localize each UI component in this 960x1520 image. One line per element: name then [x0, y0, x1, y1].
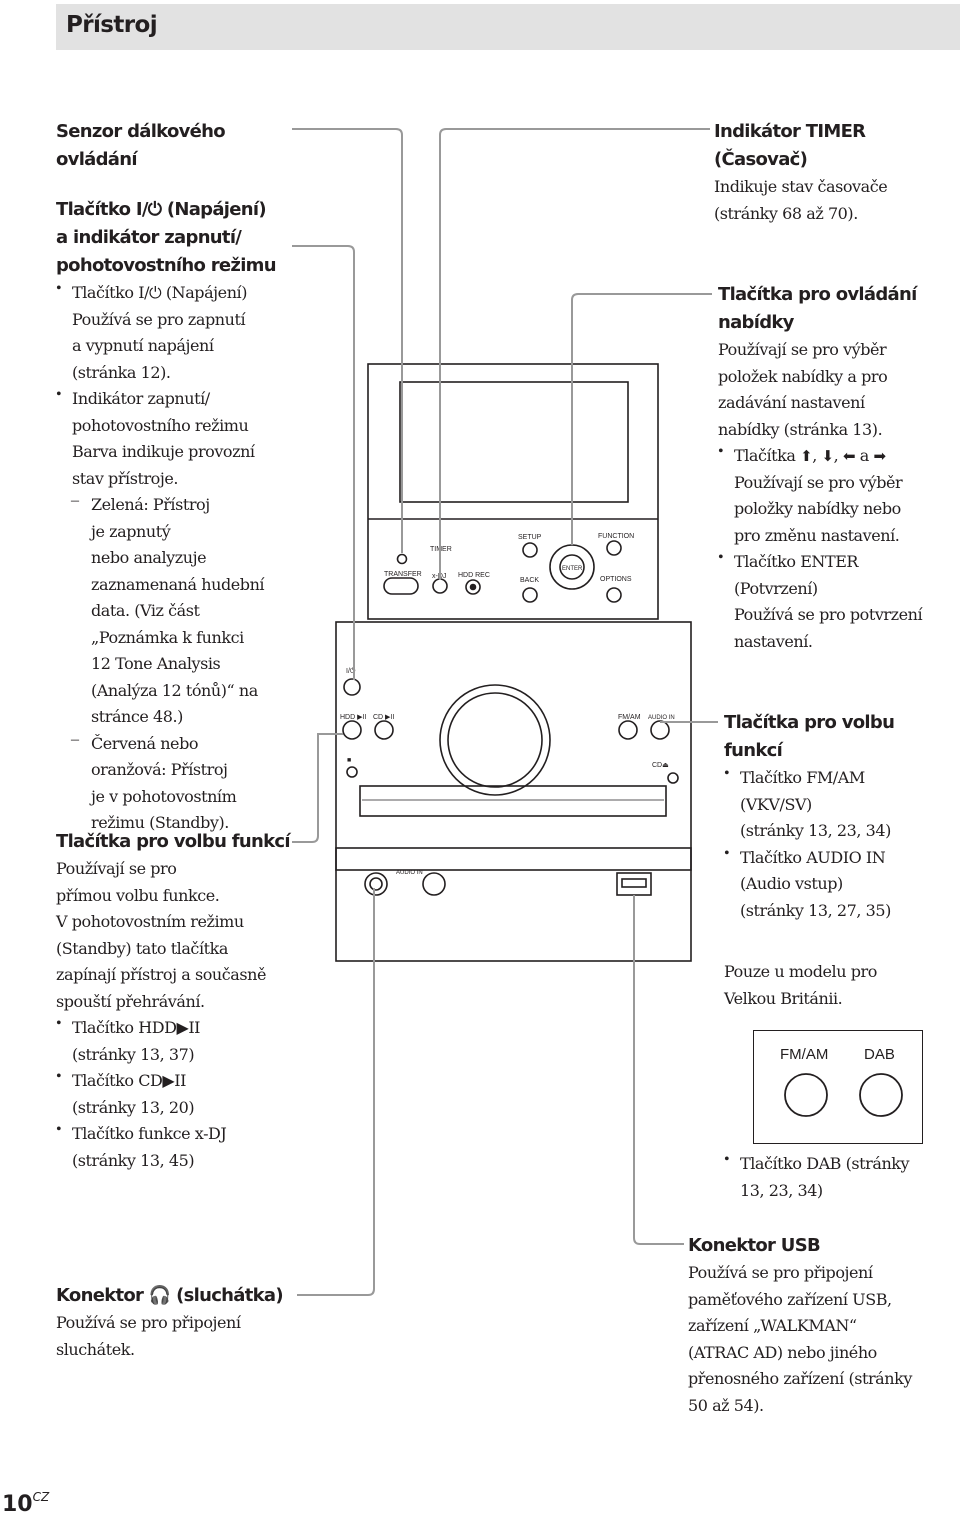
audio-in-button-label: AUDIO IN [648, 715, 675, 721]
cd-play-label: CD ▶II [373, 714, 394, 721]
enter-bullet: Tlačítko ENTER (Potvrzení) Používá se pr… [718, 549, 958, 655]
page-number: 10CZ [2, 1490, 50, 1517]
timer-title-2: (Časovač) [714, 149, 808, 170]
menu-section: Tlačítka pro ovládání nabídky Používají … [718, 281, 958, 655]
arrow-down-icon: ⬇ [821, 447, 835, 465]
power-dash-red: Červená nebo oranžová: Přístroj je v poh… [56, 731, 306, 837]
function-buttons-section: Tlačítka pro volbu funkcí Používají se p… [56, 828, 316, 1174]
hdd-play-label: HDD ▶II [340, 714, 366, 721]
audio-in-jack-label: AUDIO IN [396, 870, 423, 876]
dab-bullet: Tlačítko DAB (stránky 13, 23, 34) [724, 1151, 958, 1204]
hdd-rec-label: HDD REC [458, 572, 490, 579]
box-fm-am-label: FM/AM [780, 1046, 828, 1063]
enter-label: ENTER [562, 566, 583, 572]
function-title: Tlačítka pro volbu funkcí [56, 831, 291, 852]
section-title: Přístroj [66, 12, 158, 38]
sensor-title-2: ovládání [56, 149, 138, 170]
back-label: BACK [520, 577, 539, 584]
sensor-section: Senzor dálkového ovládání [56, 118, 296, 174]
power-bullet-indicator: Indikátor zapnutí/ pohotovostního režimu… [56, 386, 306, 492]
arrow-right-icon: ➡ [873, 447, 886, 465]
fm-am-label: FM/AM [618, 714, 641, 721]
page-suffix: CZ [32, 1490, 50, 1504]
function-label: FUNCTION [598, 533, 634, 540]
usb-section: Konektor USB Používá se pro připojení pa… [688, 1232, 958, 1419]
sensor-title-1: Senzor dálkového [56, 121, 226, 142]
power-bullet-button: Tlačítko I/⏻ (Napájení) Používá se pro z… [56, 280, 306, 386]
section-header: Přístroj [56, 4, 960, 50]
menu-title-1: Tlačítka pro ovládání [718, 284, 917, 305]
timer-section: Indikátor TIMER (Časovač) Indikuje stav … [714, 118, 954, 227]
power-title-2: a indikátor zapnutí/ [56, 227, 242, 248]
audio-in-bullet: Tlačítko AUDIO IN (Audio vstup) (stránky… [724, 845, 958, 925]
stop-label: ■ [347, 757, 351, 764]
usb-title: Konektor USB [688, 1235, 821, 1256]
right-function-title-1: Tlačítka pro volbu [724, 712, 895, 733]
headphones-section: Konektor 🎧 (sluchátka) Používá se pro př… [56, 1282, 316, 1363]
xdj-bullet: Tlačítko funkce x-DJ (stránky 13, 45) [56, 1121, 316, 1174]
right-function-section: Tlačítka pro volbu funkcí Tlačítko FM/AM… [724, 709, 958, 924]
power-dash-green: Zelená: Přístroj je zapnutý nebo analyzu… [56, 492, 306, 731]
power-title-1: Tlačítko I/⏻ (Napájení) [56, 199, 267, 220]
options-label: OPTIONS [600, 576, 632, 583]
right-function-title-2: funkcí [724, 740, 783, 761]
uk-note: Pouze u modelu pro Velkou Británii. [724, 962, 877, 1008]
arrow-up-icon: ⬆ [800, 447, 813, 465]
timer-title-1: Indikátor TIMER [714, 121, 866, 142]
headphones-title: Konektor 🎧 (sluchátka) [56, 1285, 284, 1306]
dab-bullet-section: Tlačítko DAB (stránky 13, 23, 34) [724, 1151, 958, 1204]
setup-label: SETUP [518, 534, 542, 541]
cd-eject-label: CD⏏ [652, 762, 669, 769]
power-label: I/⏻ [346, 667, 356, 675]
fm-dab-illustration: FM/AM DAB [753, 1030, 923, 1144]
box-dab-label: DAB [864, 1046, 895, 1063]
fm-am-bullet: Tlačítko FM/AM (VKV/SV) (stránky 13, 23,… [724, 765, 958, 845]
arrow-buttons-bullet: Tlačítka ⬆, ⬇, ⬅ a ➡ Používají se pro vý… [718, 443, 958, 549]
power-section: Tlačítko I/⏻ (Napájení) a indikátor zapn… [56, 196, 306, 837]
hdd-bullet: Tlačítko HDD▶II (stránky 13, 37) [56, 1015, 316, 1068]
power-title-3: pohotovostního režimu [56, 255, 277, 276]
transfer-label: TRANSFER [384, 571, 422, 578]
cd-bullet: Tlačítko CD▶II (stránky 13, 20) [56, 1068, 316, 1121]
menu-title-2: nabídky [718, 312, 794, 333]
arrow-left-icon: ⬅ [842, 447, 856, 465]
